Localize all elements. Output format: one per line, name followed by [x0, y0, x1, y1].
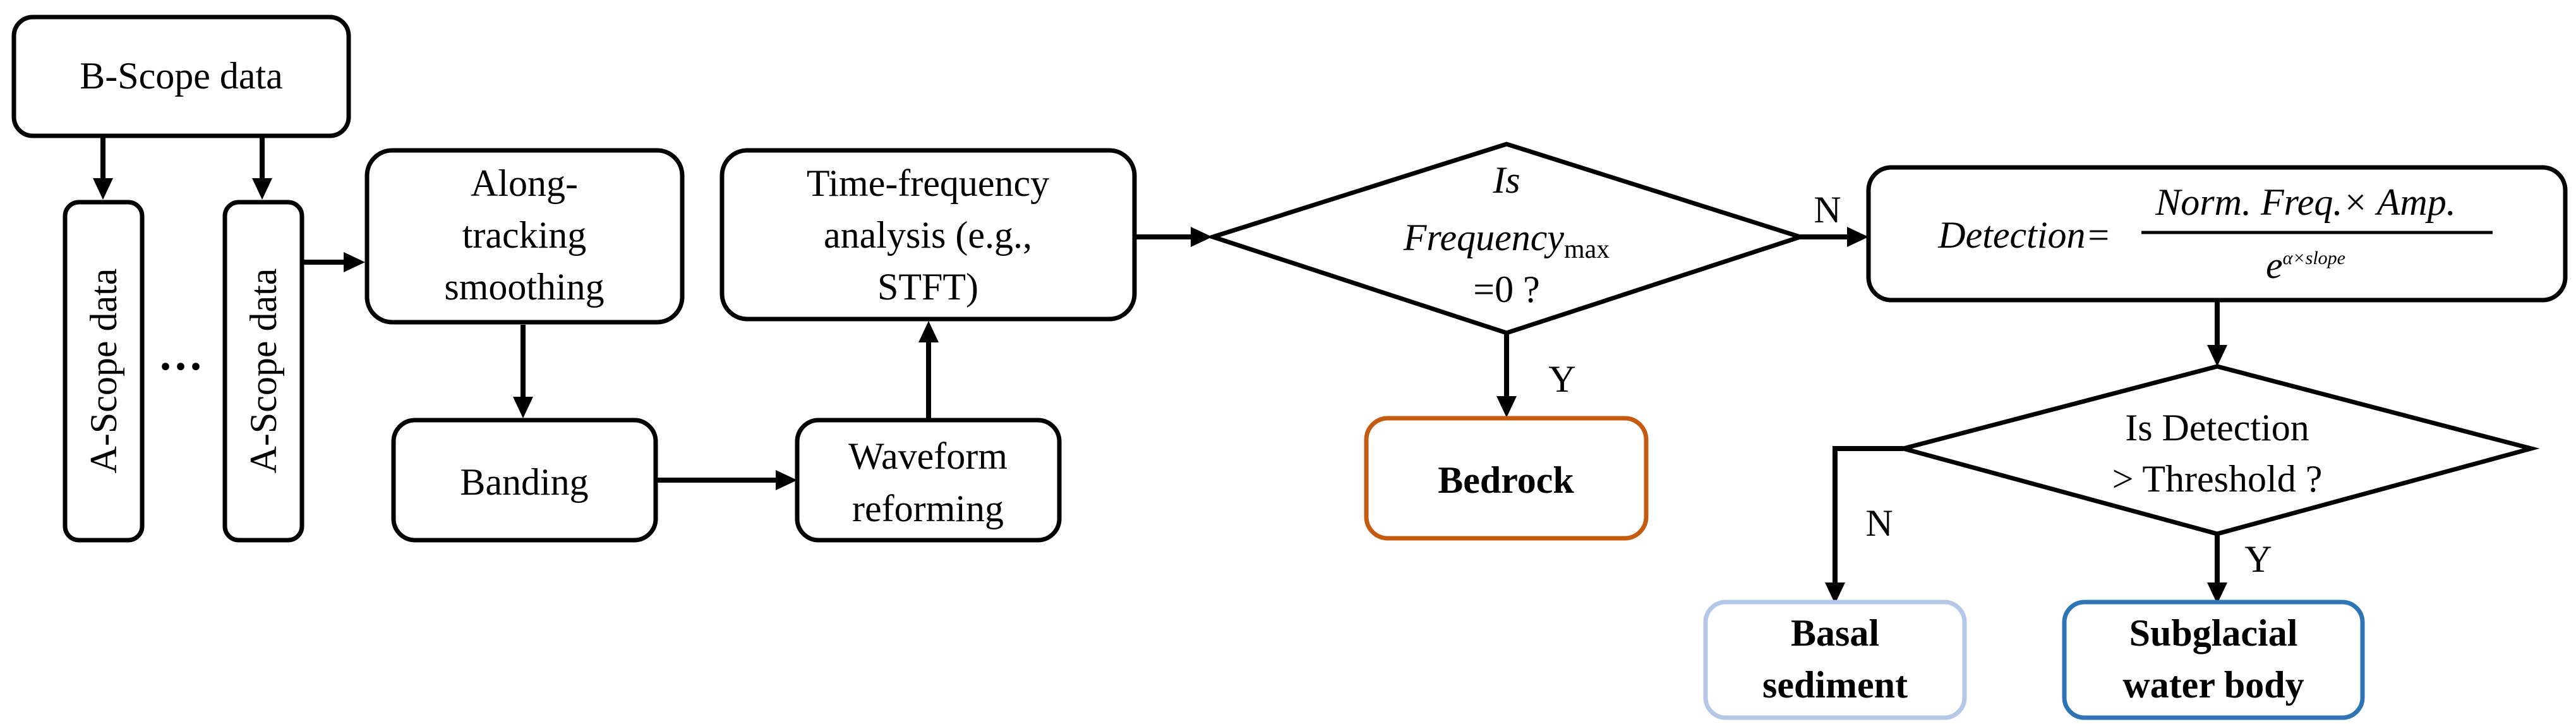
tf-line2: analysis (e.g.,	[824, 214, 1032, 256]
arrowhead	[918, 321, 939, 342]
decision1-line3: =0 ?	[1473, 268, 1539, 310]
arrowhead	[1191, 227, 1212, 247]
arrowhead	[513, 397, 533, 418]
arrowhead	[2207, 582, 2227, 604]
ascope2-label: A-Scope data	[243, 268, 284, 474]
arrowhead	[1825, 582, 1845, 604]
tf-line3: STFT)	[877, 266, 978, 308]
bedrock-label: Bedrock	[1438, 459, 1574, 501]
arrowhead	[776, 470, 797, 490]
node-banding: Banding	[391, 418, 658, 543]
decision2-line1: Is Detection	[2125, 407, 2309, 449]
ascope1-label: A-Scope data	[83, 268, 124, 474]
along-line3: smoothing	[444, 266, 604, 308]
banding-label: Banding	[460, 461, 588, 503]
decision1-no-label: N	[1814, 189, 1841, 231]
arrowhead	[93, 178, 113, 200]
detection-denominator-base: e	[2266, 244, 2283, 286]
node-waveform-reforming: Waveform reforming	[795, 418, 1062, 543]
node-ascope-data-2: A-Scope data	[222, 200, 304, 543]
decision1-frequency: Frequency	[1403, 217, 1565, 258]
ellipsis: ...	[160, 329, 205, 380]
decision-frequency-max: Is Frequencymax =0 ?	[1205, 142, 1808, 335]
along-line2: tracking	[462, 214, 587, 256]
arrowhead	[252, 178, 272, 200]
arrowhead	[1847, 227, 1869, 247]
arrowhead	[2207, 345, 2227, 366]
decision1-subscript: max	[1564, 235, 1610, 264]
decision1-line2: Frequencymax	[1403, 217, 1610, 264]
decision1-line1: Is	[1492, 159, 1520, 201]
node-subglacial-water-body: Subglacial water body	[2062, 600, 2365, 720]
decision2-line2: > Threshold ?	[2112, 458, 2323, 500]
detection-lhs: Detection=	[1937, 214, 2111, 256]
basal-line2: sediment	[1762, 664, 1908, 706]
detection-numerator: Norm. Freq.× Amp.	[2155, 181, 2456, 223]
detection-exponent: α×slope	[2283, 248, 2345, 268]
arrowhead	[1496, 396, 1517, 418]
node-along-tracking-smoothing: Along- tracking smoothing	[364, 148, 685, 325]
water-line1: Subglacial	[2129, 612, 2298, 654]
decision-detection-threshold: Is Detection > Threshold ?	[1894, 364, 2540, 536]
waveform-line2: reforming	[852, 488, 1004, 529]
decision2-yes-label: Y	[2244, 538, 2272, 580]
decision2-no-label: N	[1865, 502, 1893, 544]
basal-line1: Basal	[1791, 612, 1879, 654]
node-detection-formula: Detection= Norm. Freq.× Amp. eα×slope	[1866, 165, 2568, 303]
node-bedrock: Bedrock	[1364, 416, 1649, 541]
water-line2: water body	[2122, 664, 2304, 706]
waveform-line1: Waveform	[848, 435, 1008, 477]
edge-decision2-basal	[1833, 446, 1903, 588]
detection-denominator: eα×slope	[2266, 244, 2345, 286]
arrowhead	[344, 252, 365, 272]
node-basal-sediment: Basal sediment	[1703, 600, 1967, 720]
node-bscope-data: B-Scope data	[11, 15, 351, 138]
along-line1: Along-	[471, 162, 578, 204]
node-ascope-data-1: A-Scope data	[63, 200, 145, 543]
node-time-frequency-analysis: Time-frequency analysis (e.g., STFT)	[719, 148, 1137, 322]
tf-line1: Time-frequency	[807, 162, 1049, 204]
decision1-yes-label: Y	[1548, 358, 1575, 400]
bscope-label: B-Scope data	[80, 55, 283, 97]
